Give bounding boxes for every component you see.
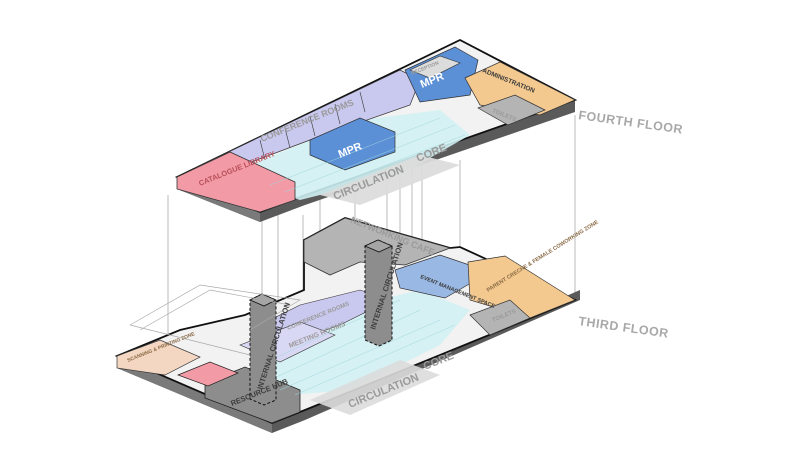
pink-room-zone bbox=[177, 361, 239, 387]
third-floor-label: THIRD FLOOR bbox=[578, 314, 670, 341]
internal-circulation-tower-right bbox=[364, 239, 393, 347]
fourth-floor-core-zone bbox=[320, 155, 460, 205]
parent-creche-zone bbox=[467, 255, 576, 319]
administration-zone bbox=[464, 61, 576, 116]
catalogue-library-zone bbox=[176, 151, 296, 213]
fourth-floor-toilets-zone bbox=[477, 94, 546, 126]
third-floor-circulation-zone bbox=[250, 290, 470, 395]
third-floor-ramp-lines bbox=[129, 284, 302, 356]
third-floor-core-zone bbox=[310, 360, 440, 415]
third-floor-toilets-zone bbox=[469, 299, 531, 336]
third-floor-slab-edge bbox=[117, 356, 272, 433]
third-floor-plate bbox=[114, 217, 580, 433]
printing-zone bbox=[116, 339, 201, 376]
fourth-floor-plate bbox=[174, 38, 578, 222]
reception-zone bbox=[409, 55, 461, 79]
conference-partitions bbox=[259, 91, 366, 161]
event-management-zone bbox=[394, 254, 491, 299]
fourth-floor-label: FOURTH FLOOR bbox=[578, 108, 684, 137]
fourth-floor-grid bbox=[269, 117, 466, 199]
